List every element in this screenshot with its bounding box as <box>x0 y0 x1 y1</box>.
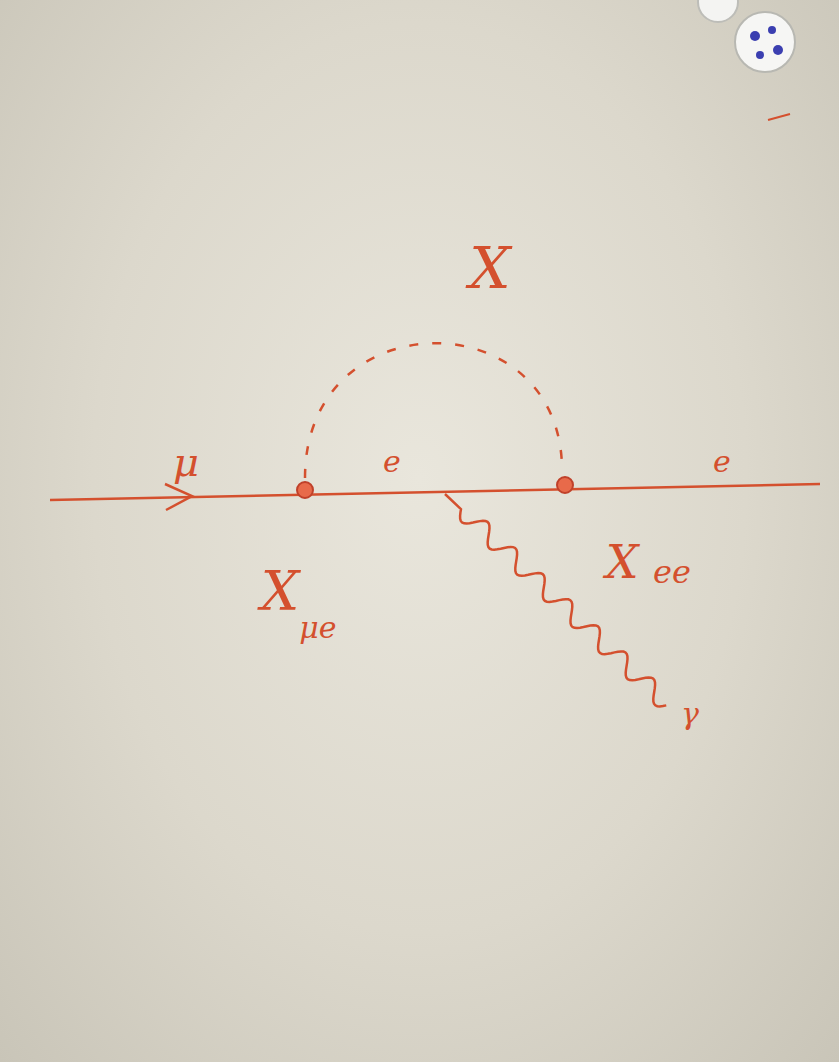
magnet-dot <box>750 31 760 41</box>
math-label: μe <box>299 613 336 643</box>
math-label: ee <box>653 556 691 588</box>
scalar-propagator <box>305 343 562 478</box>
vertex <box>557 477 573 493</box>
math-label: μ <box>173 442 199 482</box>
math-label: e <box>383 447 401 477</box>
stray-mark <box>768 114 790 120</box>
arrow-head <box>165 484 192 510</box>
math-label: X <box>469 239 510 297</box>
vertex <box>297 482 313 498</box>
math-label: e <box>713 447 731 477</box>
magnet <box>735 12 795 72</box>
magnet-dot <box>773 45 783 55</box>
magnet-dot <box>768 26 776 34</box>
magnet-dot <box>756 51 764 59</box>
magnets <box>698 0 795 120</box>
magnet <box>698 0 738 22</box>
math-label: X <box>606 539 639 585</box>
math-label: γ <box>681 699 699 729</box>
math-label: X <box>261 565 299 619</box>
fermion-line <box>50 484 820 500</box>
photon-propagator <box>445 494 666 706</box>
